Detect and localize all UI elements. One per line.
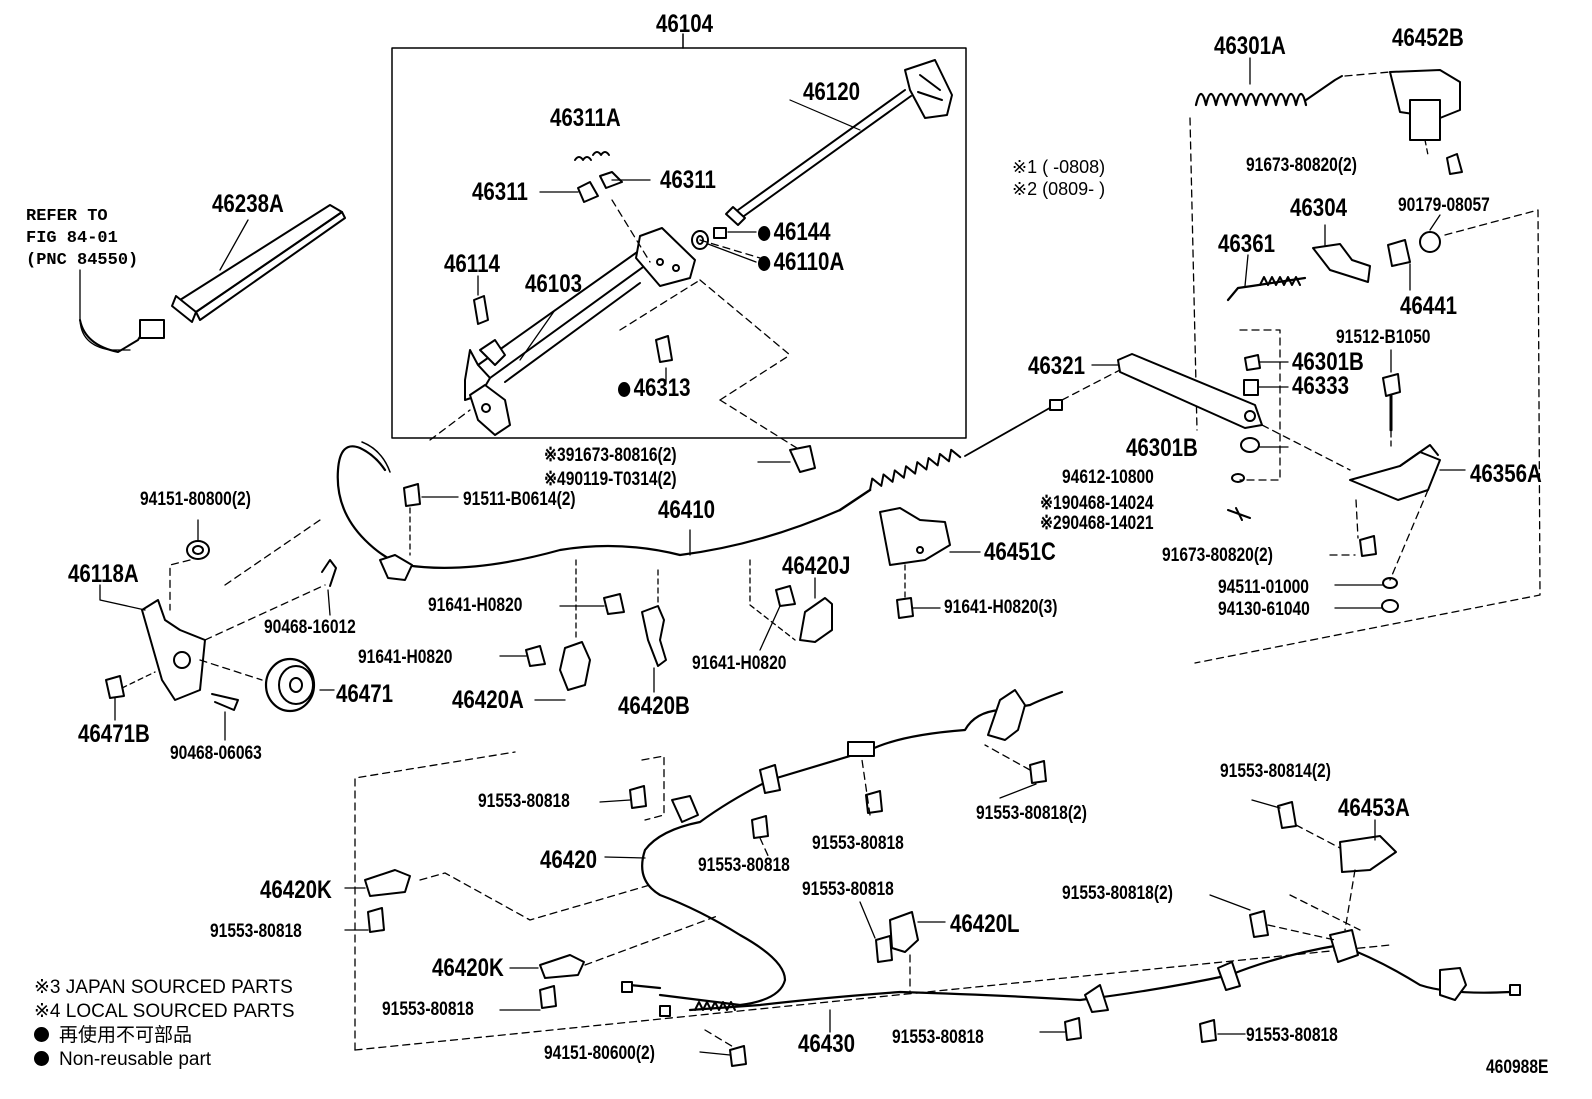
- label-46430: 46430: [798, 1030, 856, 1058]
- label-46451C: 46451C: [984, 538, 1056, 566]
- label-91553-80818-c: 91553-80818: [698, 855, 790, 876]
- label-91673-80820-top: 91673-80820(2): [1246, 155, 1357, 176]
- label-91553-80818-e: 91553-80818: [210, 921, 302, 942]
- label-91641-H0820-a: 91641-H0820: [428, 595, 523, 616]
- label-91553-80818-2-a: 91553-80818(2): [976, 803, 1087, 824]
- label-46301B-bottom: 46301B: [1126, 434, 1198, 462]
- assembly-frame: [391, 47, 967, 439]
- label-46304: 46304: [1290, 194, 1348, 222]
- label-46311A: 46311A: [550, 104, 621, 132]
- label-94151-80600: 94151-80600(2): [544, 1043, 655, 1064]
- cable-46420-drawing: [604, 689, 1064, 1007]
- label-91553-80818-d: 91553-80818: [802, 879, 894, 900]
- lever-46120-drawing: [725, 59, 953, 226]
- nonreuse-dot-icon: [758, 226, 771, 241]
- label-91511-B0614: 91511-B0614(2): [463, 489, 576, 510]
- label-46313: 46313: [618, 376, 691, 401]
- label-91553-80814: 91553-80814(2): [1220, 761, 1331, 782]
- label-46103: 46103: [525, 270, 583, 298]
- label-46120: 46120: [803, 78, 861, 106]
- label-46321: 46321: [1028, 352, 1086, 380]
- label-46471: 46471: [336, 680, 394, 708]
- legend-nonreuse-jp: 再使用不可部品: [34, 1026, 192, 1045]
- label-46410: 46410: [658, 496, 716, 524]
- lower-frame: [354, 751, 1391, 1051]
- label-91673-80816: ※391673-80816(2): [544, 445, 677, 466]
- label-46118A: 46118A: [68, 560, 139, 588]
- lever-46321-drawing: [1091, 353, 1263, 429]
- label-46104: 46104: [656, 10, 714, 38]
- label-46441: 46441: [1400, 292, 1458, 320]
- label-90468-06063: 90468-06063: [170, 743, 262, 764]
- label-46420K-bottom: 46420K: [432, 954, 504, 982]
- nonreuse-dot-icon: [34, 1027, 49, 1042]
- label-91641-H0820-c: 91641-H0820: [692, 653, 787, 674]
- label-46452B: 46452B: [1392, 24, 1464, 52]
- label-94511-01000: 94511-01000: [1218, 577, 1309, 598]
- legend-japan-sourced: ※3 JAPAN SOURCED PARTS: [34, 977, 293, 998]
- nonreuse-dot-icon: [34, 1051, 49, 1066]
- label-91553-80818-h: 91553-80818: [1246, 1025, 1338, 1046]
- label-91553-80818-a: 91553-80818: [478, 791, 570, 812]
- label-91641-H0820-b: 91641-H0820: [358, 647, 453, 668]
- label-46311-right: 46311: [660, 166, 716, 194]
- label-46110A: 46110A: [758, 250, 844, 275]
- label-90468-16012: 90468-16012: [264, 617, 356, 638]
- label-91553-80818-g: 91553-80818: [892, 1027, 984, 1048]
- cable-46430-drawing: [659, 929, 1521, 1033]
- label-94130-61040: 94130-61040: [1218, 599, 1310, 620]
- figure-code: 460988E: [1486, 1057, 1549, 1078]
- label-46333: 46333: [1292, 372, 1350, 400]
- label-91553-80818-b: 91553-80818: [812, 833, 904, 854]
- label-91673-80820-bottom: 91673-80820(2): [1162, 545, 1273, 566]
- label-46420K-top: 46420K: [260, 876, 332, 904]
- label-46420J: 46420J: [782, 552, 851, 580]
- label-46361: 46361: [1218, 230, 1276, 258]
- nonreuse-dot-icon: [618, 382, 631, 397]
- label-91512-B1050: 91512-B1050: [1336, 327, 1431, 348]
- nonreuse-dot-icon: [758, 256, 771, 271]
- label-46301A: 46301A: [1214, 32, 1286, 60]
- cable-46410-drawing: [336, 369, 1121, 581]
- range-note-2: ※2 (0809- ): [1012, 179, 1106, 199]
- label-46420B: 46420B: [618, 692, 690, 720]
- label-46356A: 46356A: [1470, 460, 1542, 488]
- label-46420L: 46420L: [950, 910, 1020, 938]
- label-94151-80800: 94151-80800(2): [140, 489, 251, 510]
- legend-nonreuse-en: Non-reusable part: [34, 1050, 211, 1069]
- label-46420A: 46420A: [452, 686, 524, 714]
- label-46144: 46144: [758, 220, 831, 245]
- label-91553-80818-2-b: 91553-80818(2): [1062, 883, 1173, 904]
- legend-local-sourced: ※4 LOCAL SOURCED PARTS: [34, 1001, 295, 1022]
- label-46238A: 46238A: [212, 190, 284, 218]
- label-91641-H0820-3: 91641-H0820(3): [944, 597, 1058, 618]
- label-90119-T0314: ※490119-T0314(2): [544, 469, 677, 490]
- range-note-1: ※1 ( -0808): [1012, 157, 1106, 177]
- label-46420: 46420: [540, 846, 598, 874]
- label-90468-14021: ※290468-14021: [1040, 513, 1154, 534]
- label-91553-80818-f: 91553-80818: [382, 999, 474, 1020]
- label-46311-left: 46311: [472, 178, 528, 206]
- label-46301B-top: 46301B: [1292, 348, 1364, 376]
- label-46471B: 46471B: [78, 720, 150, 748]
- label-90468-14024: ※190468-14024: [1040, 493, 1154, 514]
- label-90179-08057: 90179-08057: [1398, 195, 1490, 216]
- ratchet-46103-drawing: [464, 227, 696, 436]
- cover-46238A-drawing: [171, 204, 346, 323]
- label-46453A: 46453A: [1338, 794, 1410, 822]
- label-46114: 46114: [444, 250, 500, 278]
- label-94612-10800: 94612-10800: [1062, 467, 1154, 488]
- spring-46301A-drawing: [1189, 57, 1391, 431]
